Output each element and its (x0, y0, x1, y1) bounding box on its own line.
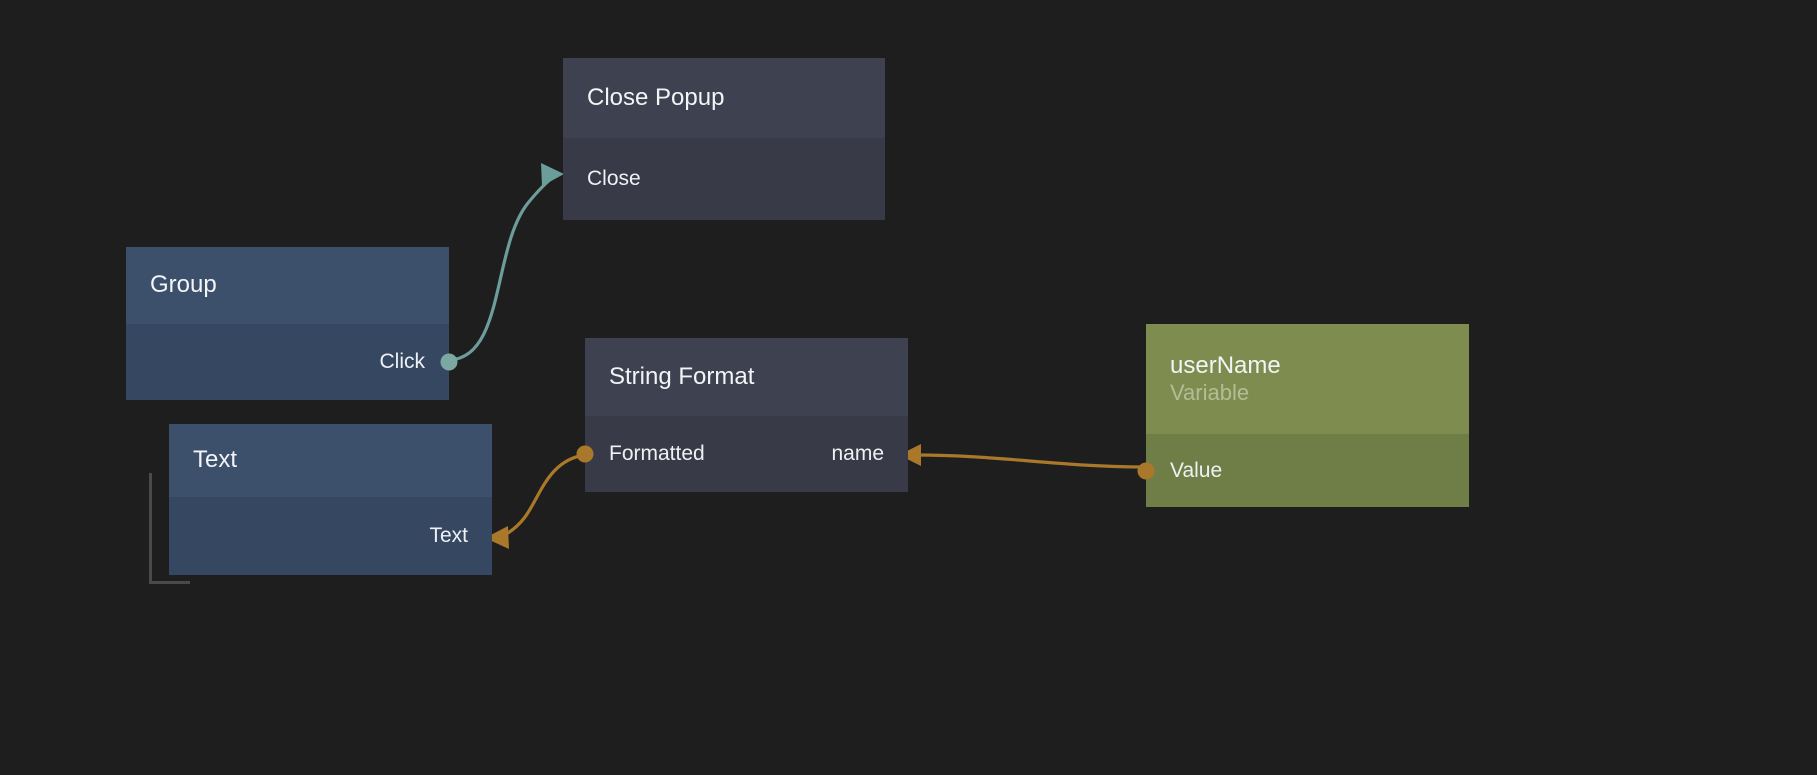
node-title: userName (1170, 351, 1281, 379)
port-row-text[interactable]: Text (169, 497, 492, 575)
node-body: Formatted name (576, 416, 908, 492)
wire-value-to-name (899, 444, 1148, 469)
port-label-click: Click (379, 350, 426, 373)
port-row-click[interactable]: Click (126, 324, 458, 400)
node-header: Text (169, 424, 492, 497)
port-label-formatted: Formatted (609, 442, 705, 465)
node-string-format[interactable]: String Format Formatted name (576, 338, 908, 492)
port-label-name: name (831, 442, 884, 465)
port-label-value: Value (1170, 458, 1223, 482)
port-dot-click-exec-out[interactable] (440, 353, 458, 371)
node-title: Text (193, 446, 238, 474)
node-body: Close (563, 138, 885, 220)
node-header: Close Popup (563, 58, 885, 138)
node-username-variable[interactable]: userName Variable Value (1137, 324, 1469, 507)
wire-click-to-close (447, 163, 564, 362)
wire-formatted-to-text (485, 453, 587, 549)
node-header: String Format (585, 338, 908, 416)
node-body: Text (169, 497, 492, 575)
port-dot-value-data-out[interactable] (1137, 462, 1155, 479)
port-row-close[interactable]: Close (563, 138, 885, 220)
node-title: String Format (609, 362, 755, 390)
port-label-text: Text (429, 524, 468, 547)
node-close-popup[interactable]: Close Popup Close (563, 58, 885, 220)
port-row-formatted[interactable]: Formatted name (576, 416, 908, 492)
node-text[interactable]: Text Text (169, 424, 492, 575)
port-row-value[interactable]: Value (1137, 434, 1469, 507)
node-group[interactable]: Group Click (126, 247, 458, 400)
node-body: Value (1137, 434, 1469, 507)
node-body: Click (126, 324, 458, 400)
port-label-close: Close (587, 167, 641, 190)
node-title: Group (150, 271, 217, 299)
node-header: userName Variable (1146, 324, 1469, 434)
node-subtitle: Variable (1170, 379, 1250, 405)
node-title: Close Popup (587, 83, 725, 111)
port-dot-formatted-data-out[interactable] (576, 445, 594, 463)
node-header: Group (126, 247, 449, 324)
hierarchy-link-group-to-text (149, 473, 190, 584)
